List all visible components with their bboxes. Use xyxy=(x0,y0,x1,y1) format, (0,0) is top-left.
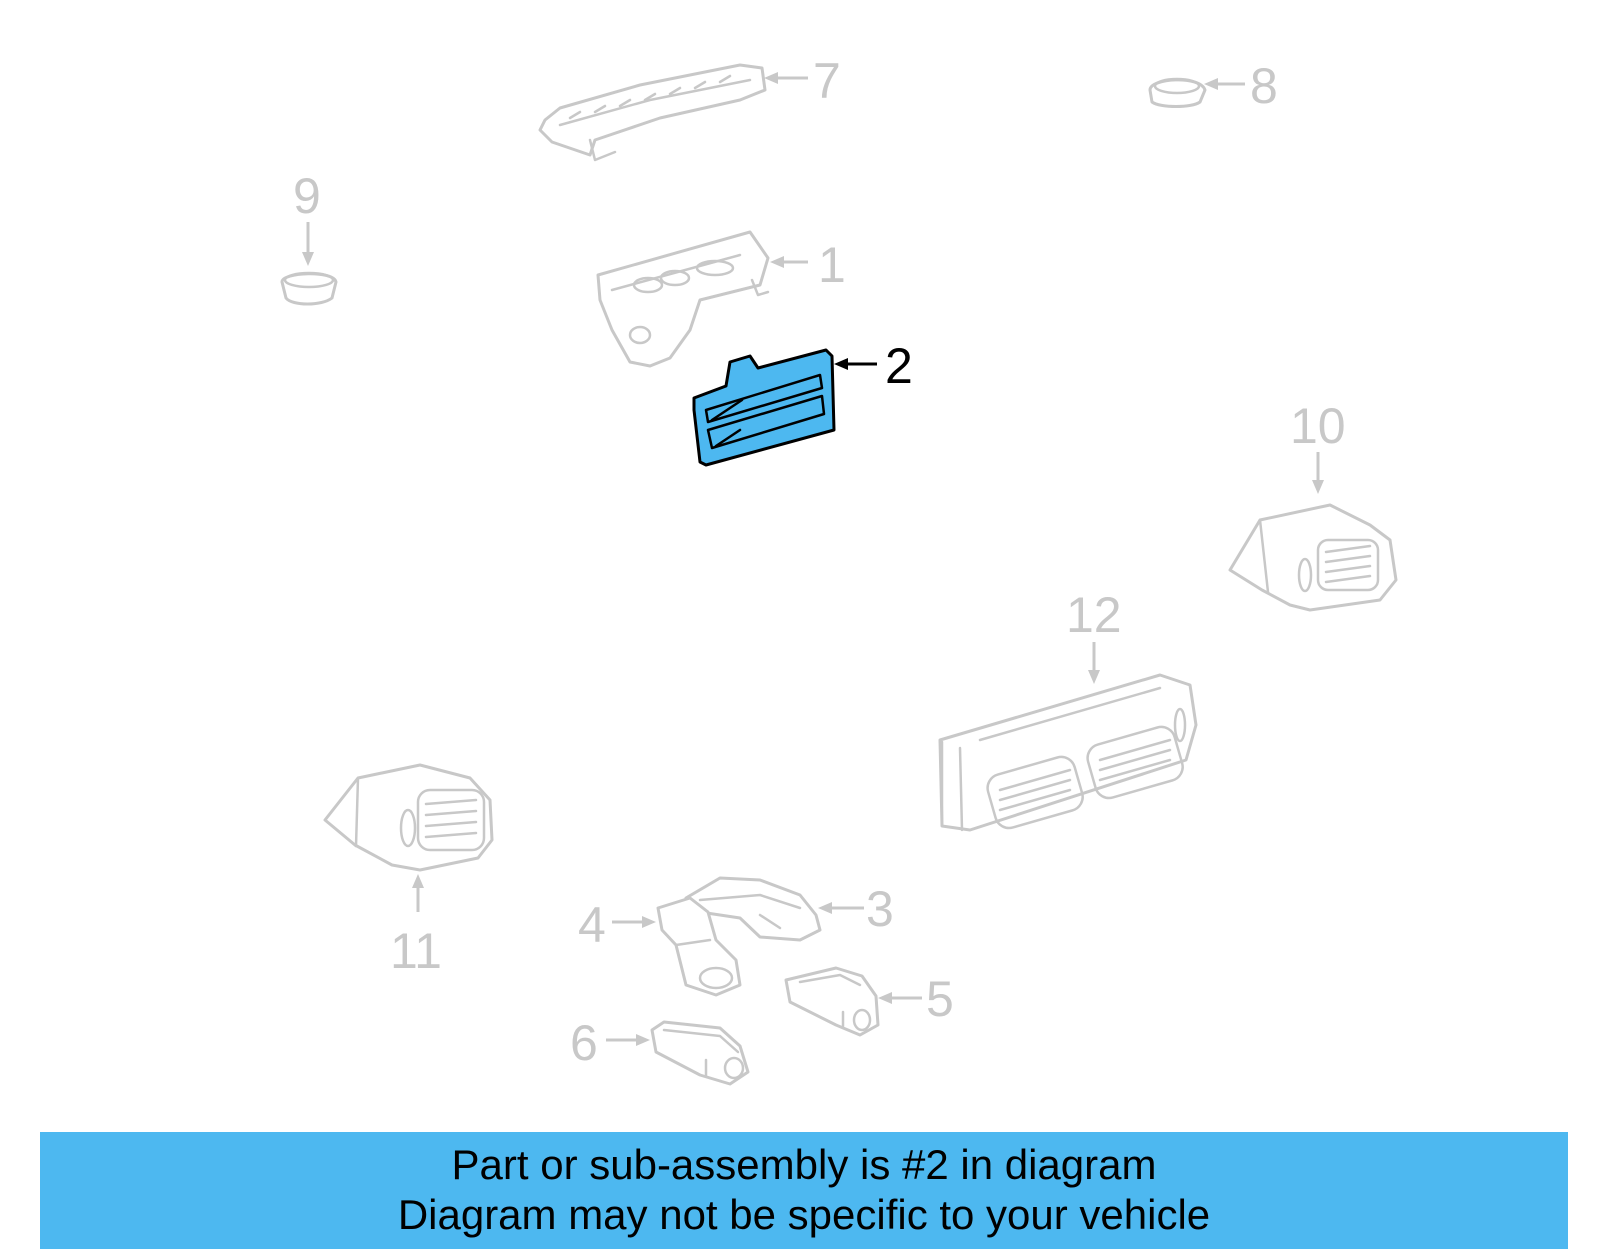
leader-4 xyxy=(612,916,656,928)
callout-11: 11 xyxy=(390,923,442,979)
part-11-side-vent xyxy=(323,763,494,872)
leader-8 xyxy=(1204,78,1245,90)
banner-line-1: Part or sub-assembly is #2 in diagram xyxy=(451,1141,1157,1188)
leader-11 xyxy=(412,874,424,912)
leader-12 xyxy=(1088,642,1100,684)
banner-line-2: Diagram may not be specific to your vehi… xyxy=(397,1191,1211,1238)
part-8-grommet xyxy=(1148,77,1207,108)
callout-6: 6 xyxy=(570,1015,598,1071)
leader-9 xyxy=(302,222,314,266)
leader-10 xyxy=(1312,452,1324,494)
callout-12: 12 xyxy=(1066,587,1122,643)
part-9-grommet xyxy=(280,271,338,306)
info-banner: Part or sub-assembly is #2 in diagram Di… xyxy=(40,1132,1568,1249)
part-12-center-vent xyxy=(938,673,1198,832)
leader-5 xyxy=(878,992,922,1004)
part-4-duct xyxy=(656,896,742,997)
leader-3 xyxy=(818,902,864,914)
leader-1 xyxy=(770,256,808,268)
callout-1: 1 xyxy=(818,237,846,293)
callout-4: 4 xyxy=(578,897,606,953)
part-3-duct xyxy=(684,876,822,942)
callout-7: 7 xyxy=(813,53,841,109)
part-7-defroster-nozzle xyxy=(538,63,767,162)
leader-6 xyxy=(606,1034,650,1046)
part-2-vent-grille-highlighted xyxy=(692,348,836,467)
leader-7 xyxy=(764,72,808,84)
part-5-nozzle xyxy=(784,966,880,1037)
callout-5: 5 xyxy=(926,971,954,1027)
callout-3: 3 xyxy=(866,881,894,937)
callout-8: 8 xyxy=(1250,58,1278,114)
callout-10: 10 xyxy=(1290,398,1346,454)
part-10-side-vent xyxy=(1228,503,1398,612)
callout-2: 2 xyxy=(885,338,913,394)
part-1-center-duct xyxy=(596,230,770,368)
callout-9: 9 xyxy=(293,168,321,224)
leader-2 xyxy=(834,358,877,370)
part-6-nozzle xyxy=(650,1020,750,1086)
